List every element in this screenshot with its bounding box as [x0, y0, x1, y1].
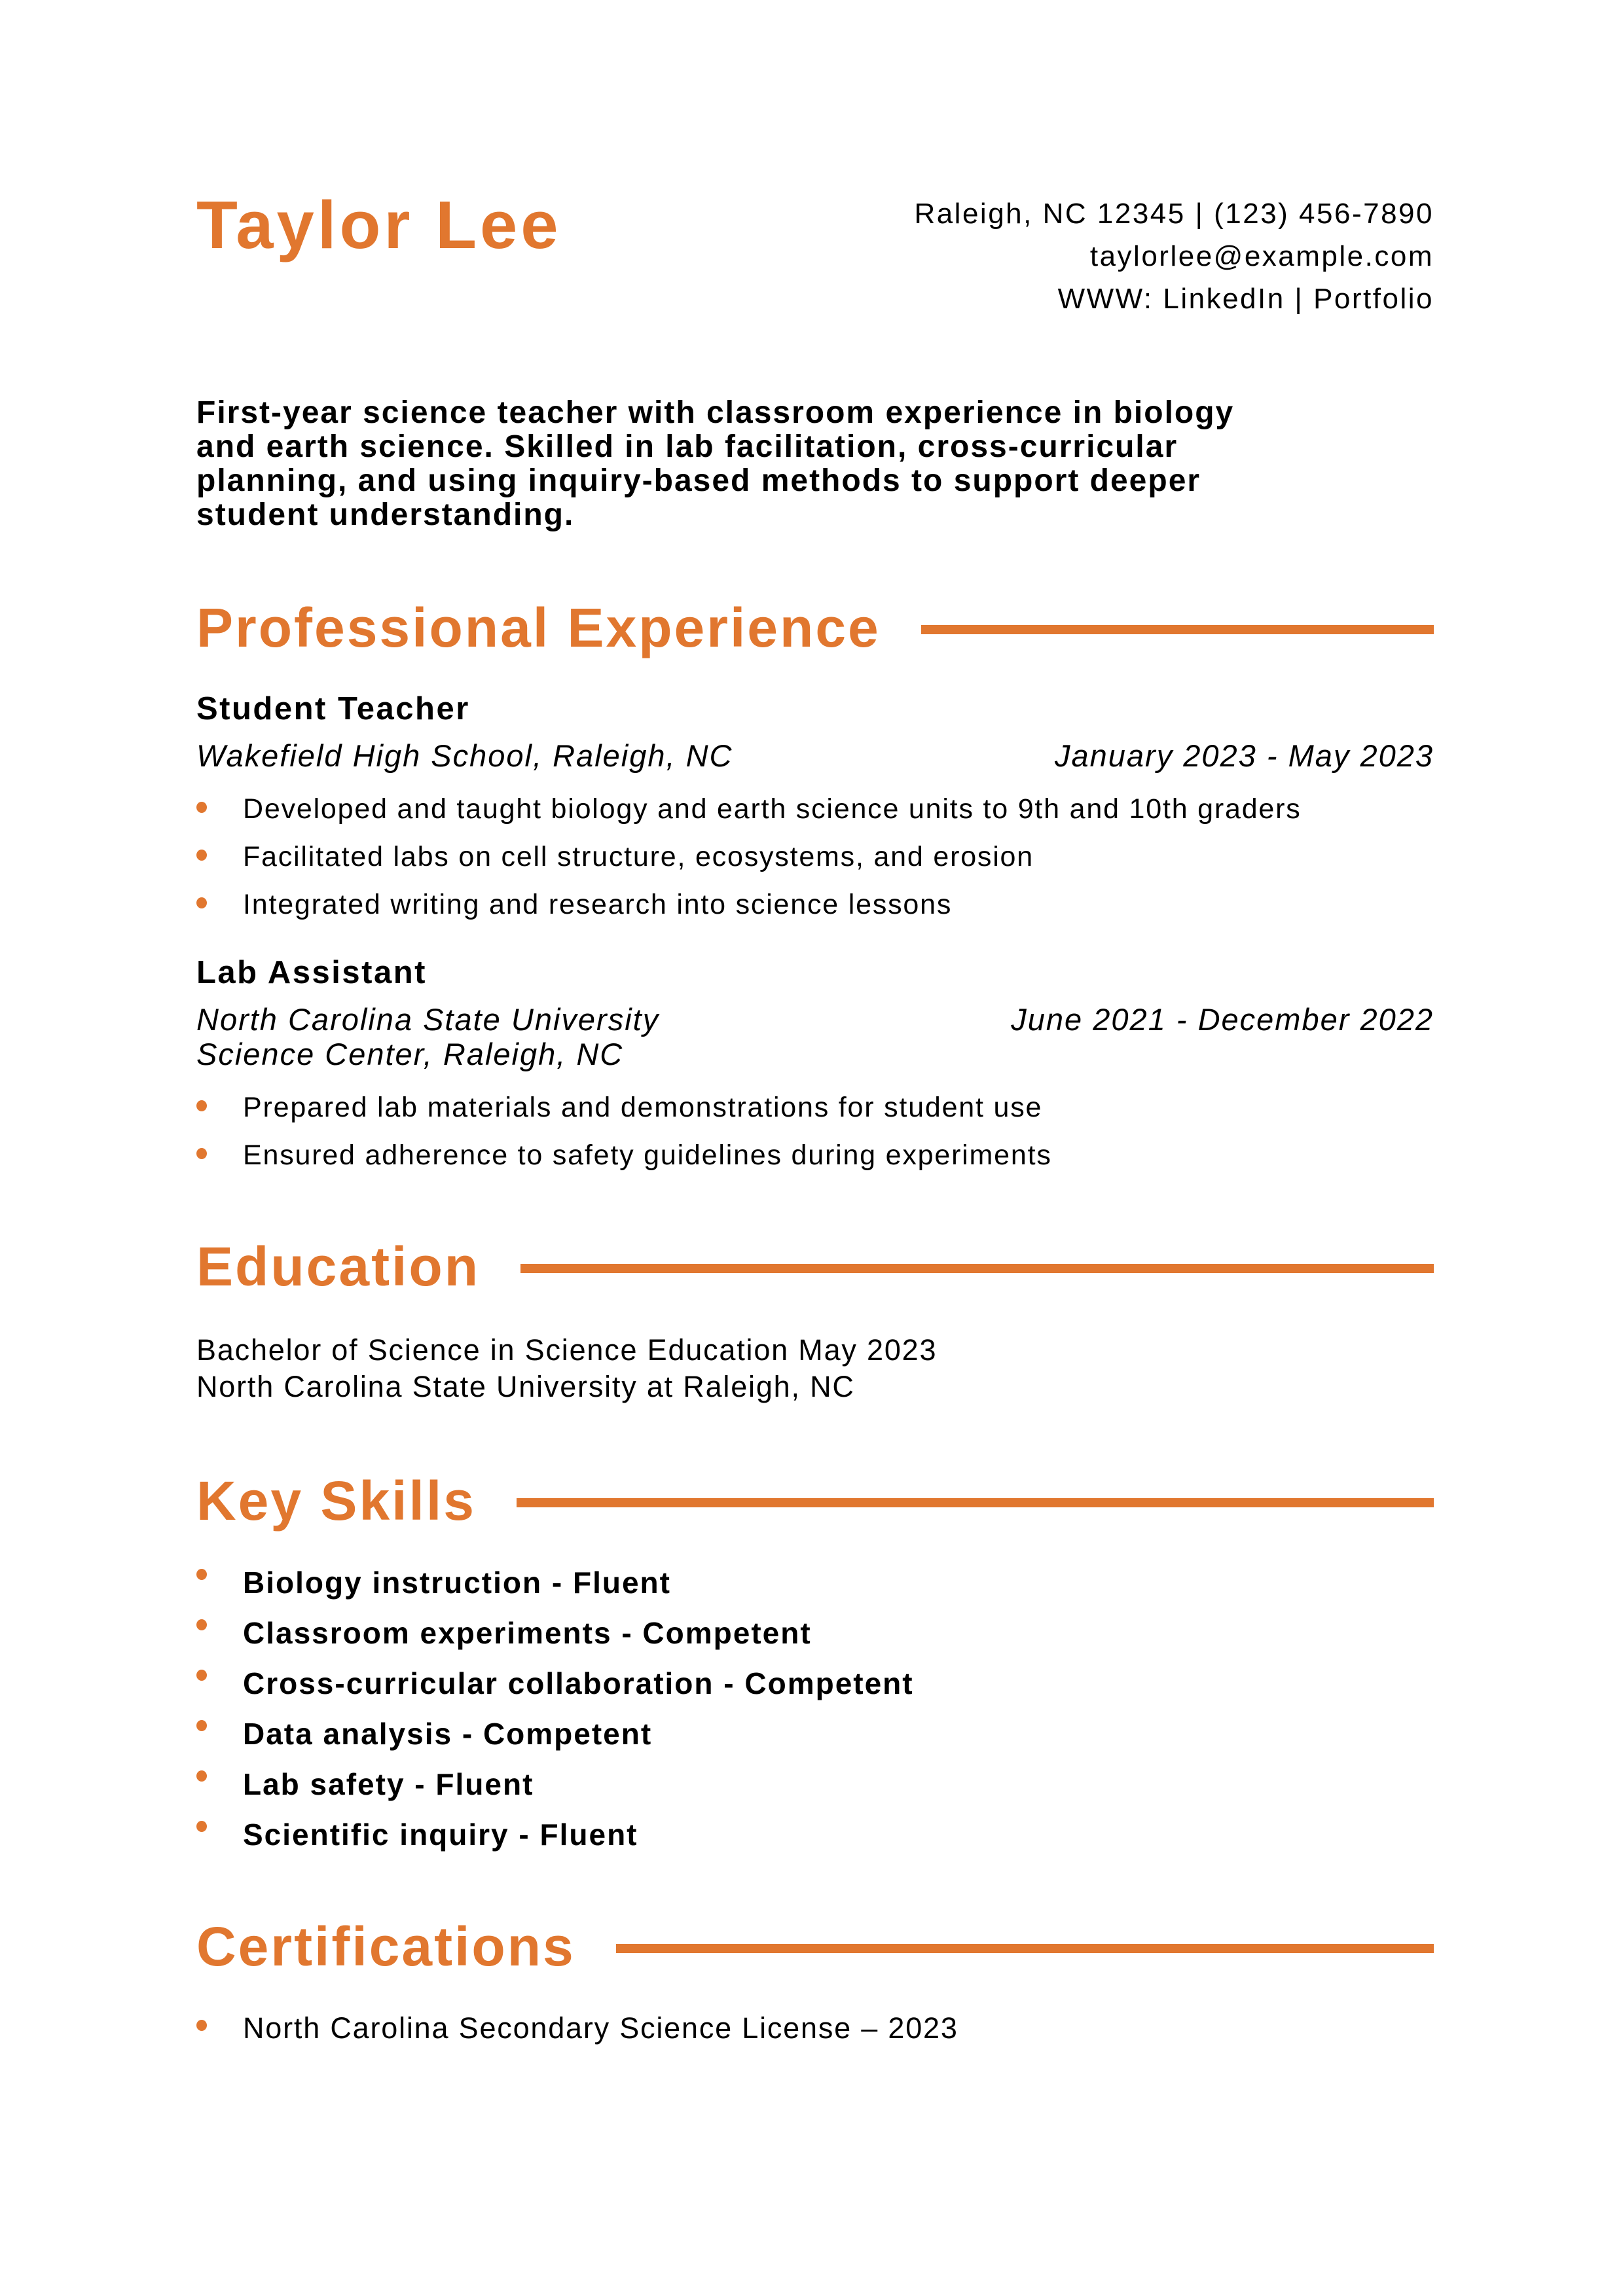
job-company-row: North Carolina State University Science … — [196, 1002, 1434, 1071]
bullet-text: Integrated writing and research into sci… — [243, 889, 953, 920]
section-title: Education — [196, 1236, 481, 1297]
job-bullet-list: Developed and taught biology and earth s… — [196, 794, 1434, 920]
job-title: Lab Assistant — [196, 955, 427, 990]
section-divider-line — [516, 1498, 1434, 1507]
section-certifications: Certifications North Carolina Secondary … — [196, 1919, 1434, 2045]
certification-item: North Carolina Secondary Science License… — [196, 2012, 1434, 2045]
contact-line-location-phone: Raleigh, NC 12345 | (123) 456-7890 — [914, 198, 1434, 230]
skill-item: Biology instruction - Fluent — [196, 1566, 1434, 1599]
bullet-item: Prepared lab materials and demonstration… — [196, 1092, 1434, 1123]
bullet-item: Ensured adherence to safety guidelines d… — [196, 1140, 1434, 1171]
skill-item: Scientific inquiry - Fluent — [196, 1818, 1434, 1851]
bullet-dot-icon — [196, 1148, 207, 1159]
bullet-dot-icon — [196, 2020, 207, 2031]
job-company: Wakefield High School, Raleigh, NC — [196, 738, 733, 773]
section-divider-line — [520, 1264, 1434, 1273]
section-title: Professional Experience — [196, 597, 881, 658]
job-title: Student Teacher — [196, 691, 470, 726]
bullet-dot-icon — [196, 1619, 207, 1630]
job-bullet-list: Prepared lab materials and demonstration… — [196, 1092, 1434, 1171]
bullet-text: Ensured adherence to safety guidelines d… — [243, 1139, 1052, 1171]
bullet-dot-icon — [196, 1100, 207, 1111]
bullet-text: Developed and taught biology and earth s… — [243, 793, 1302, 825]
section-professional-experience: Professional Experience Student Teacher … — [196, 600, 1434, 1171]
skill-text: Cross-curricular collaboration - Compete… — [243, 1666, 914, 1700]
skill-item: Classroom experiments - Competent — [196, 1617, 1434, 1649]
education-details: Bachelor of Science in Science Education… — [196, 1332, 1434, 1405]
section-header: Certifications — [196, 1919, 1434, 1974]
section-education: Education Bachelor of Science in Science… — [196, 1239, 1434, 1405]
certification-text: North Carolina Secondary Science License… — [243, 2011, 958, 2045]
section-divider-line — [921, 625, 1434, 634]
education-degree-line: Bachelor of Science in Science Education… — [196, 1333, 938, 1367]
summary-line: First-year science teacher with classroo… — [196, 395, 1235, 430]
bullet-dot-icon — [196, 850, 207, 861]
bullet-text: Facilitated labs on cell structure, ecos… — [243, 841, 1034, 872]
skill-text: Biology instruction - Fluent — [243, 1566, 671, 1600]
education-school-line: North Carolina State University at Ralei… — [196, 1370, 855, 1403]
skill-text: Lab safety - Fluent — [243, 1767, 534, 1801]
skills-list: Biology instruction - Fluent Classroom e… — [196, 1566, 1434, 1851]
bullet-dot-icon — [196, 1720, 207, 1731]
bullet-item: Facilitated labs on cell structure, ecos… — [196, 842, 1434, 872]
skill-item: Data analysis - Competent — [196, 1717, 1434, 1750]
job-dates: June 2021 - December 2022 — [1011, 1002, 1434, 1037]
certifications-list: North Carolina Secondary Science License… — [196, 2012, 1434, 2045]
bullet-dot-icon — [196, 1821, 207, 1832]
bullet-dot-icon — [196, 1569, 207, 1580]
bullet-text: Prepared lab materials and demonstration… — [243, 1092, 1043, 1123]
job-company-line: Science Center, Raleigh, NC — [196, 1037, 624, 1071]
job-company-row: Wakefield High School, Raleigh, NC Janua… — [196, 738, 1434, 773]
summary-line: and earth science. Skilled in lab facili… — [196, 429, 1178, 464]
bullet-dot-icon — [196, 897, 207, 908]
resume-header: Taylor Lee Raleigh, NC 12345 | (123) 456… — [196, 191, 1434, 320]
contact-line-email: taylorlee@example.com — [1089, 240, 1434, 272]
section-header: Key Skills — [196, 1473, 1434, 1528]
job-entry-student-teacher: Student Teacher Wakefield High School, R… — [196, 693, 1434, 920]
contact-info: Raleigh, NC 12345 | (123) 456-7890 taylo… — [914, 192, 1434, 320]
skill-item: Lab safety - Fluent — [196, 1768, 1434, 1801]
section-title: Key Skills — [196, 1470, 476, 1532]
job-entry-lab-assistant: Lab Assistant North Carolina State Unive… — [196, 957, 1434, 1171]
section-header: Education — [196, 1239, 1434, 1294]
bullet-dot-icon — [196, 1770, 207, 1782]
bullet-dot-icon — [196, 802, 207, 813]
job-company-line: North Carolina State University — [196, 1002, 660, 1037]
section-divider-line — [615, 1944, 1434, 1953]
summary-paragraph: First-year science teacher with classroo… — [196, 396, 1434, 532]
skill-item: Cross-curricular collaboration - Compete… — [196, 1667, 1434, 1700]
skill-text: Classroom experiments - Competent — [243, 1616, 812, 1650]
section-key-skills: Key Skills Biology instruction - Fluent … — [196, 1473, 1434, 1851]
summary-line: student understanding. — [196, 497, 575, 532]
person-name: Taylor Lee — [196, 187, 562, 262]
contact-line-links: WWW: LinkedIn | Portfolio — [1057, 283, 1434, 315]
skill-text: Data analysis - Competent — [243, 1717, 653, 1751]
bullet-item: Integrated writing and research into sci… — [196, 889, 1434, 920]
job-dates: January 2023 - May 2023 — [1055, 738, 1434, 773]
bullet-dot-icon — [196, 1670, 207, 1681]
section-header: Professional Experience — [196, 600, 1434, 655]
summary-line: planning, and using inquiry-based method… — [196, 463, 1201, 498]
bullet-item: Developed and taught biology and earth s… — [196, 794, 1434, 825]
job-company: North Carolina State University Science … — [196, 1002, 659, 1071]
skill-text: Scientific inquiry - Fluent — [243, 1818, 638, 1852]
section-title: Certifications — [196, 1916, 575, 1977]
